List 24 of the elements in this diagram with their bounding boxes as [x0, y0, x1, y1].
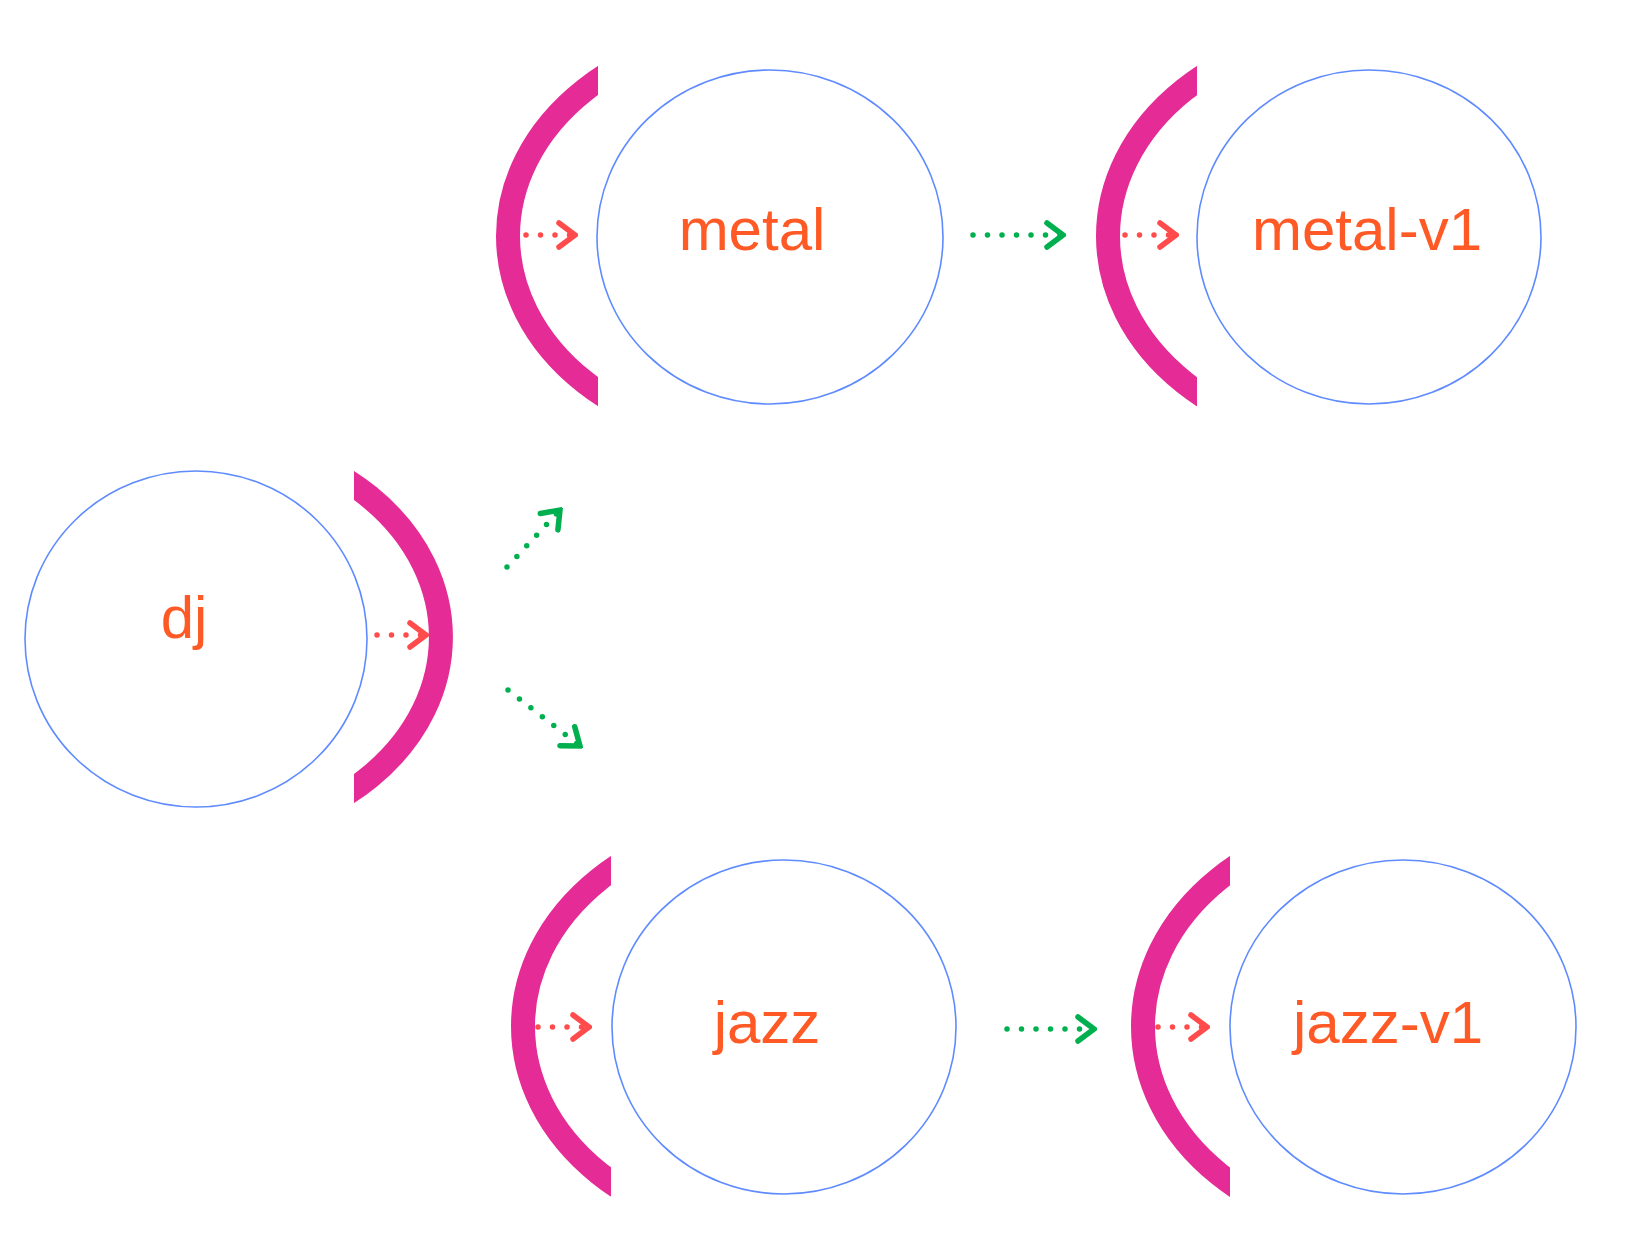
arrow — [523, 220, 578, 250]
node-label: jazz — [713, 993, 821, 1053]
bracket-arc — [496, 65, 598, 406]
circle-node — [1196, 69, 1542, 405]
circle-node — [1229, 859, 1577, 1195]
arrow — [1155, 1012, 1210, 1042]
circle-node — [611, 859, 957, 1195]
circle-node — [596, 69, 944, 405]
arrow — [1004, 1014, 1097, 1044]
arrow — [504, 507, 563, 570]
arrow — [970, 220, 1066, 250]
circle-node — [24, 470, 368, 808]
node-label: metal-v1 — [1251, 200, 1483, 260]
arrow — [535, 1012, 592, 1042]
bracket-arc — [511, 855, 611, 1197]
node-label: jazz-v1 — [1292, 993, 1484, 1053]
bracket-arc — [1131, 855, 1230, 1197]
node-label: metal — [678, 200, 826, 260]
node-label: dj — [160, 588, 208, 648]
arrow — [374, 620, 429, 650]
bracket-arc — [354, 470, 453, 803]
bracket-arc — [1096, 65, 1197, 407]
arrow — [505, 687, 583, 749]
arrow — [1122, 220, 1179, 250]
